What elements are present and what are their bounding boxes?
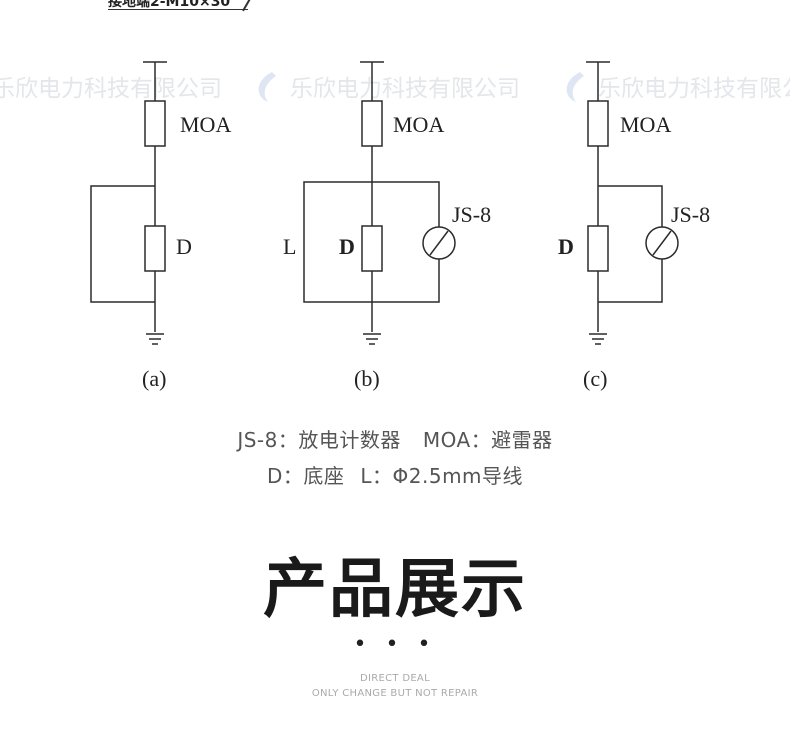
base-component (144, 225, 166, 272)
legend-line-1: JS-8：放电计数器 MOA：避雷器 (0, 424, 790, 453)
legend-wire: L：Φ2.5mm导线 (360, 464, 524, 488)
section-dots: • • • (353, 632, 437, 657)
watermark-text: 乐欣电力科技有限公司 (0, 76, 222, 102)
moa-arrester (587, 100, 609, 147)
counter-label: JS-8 (671, 202, 710, 227)
counter-icon (422, 226, 456, 260)
legend-base: D：底座 (266, 464, 345, 488)
section-subtitle-2: ONLY CHANGE BUT NOT REPAIR (311, 688, 479, 699)
legend-counter: JS-8：放电计数器 (237, 428, 401, 452)
caption-b: (b) (354, 366, 380, 391)
moa-label: MOA (180, 112, 231, 137)
moa-arrester (361, 100, 383, 147)
wire-label: L (283, 234, 296, 259)
watermark-text: 乐欣电力科技有限公司 (290, 76, 520, 102)
moa-label: MOA (393, 112, 444, 137)
base-label: D (558, 234, 574, 259)
diagram-a: MOA D (a) (90, 61, 231, 391)
ground-icon (146, 333, 164, 345)
legend-line-2: D：底座 L：Φ2.5mm导线 (0, 460, 790, 489)
moa-arrester (144, 100, 166, 147)
section-title: 产品展示 (263, 553, 527, 627)
diagram-b: MOA D L JS-8 (b) (283, 61, 491, 391)
caption-c: (c) (583, 366, 607, 391)
watermark: 乐欣电力科技有限公司 乐欣电力科技有限公司 乐欣电力科技有限公司 (0, 72, 790, 102)
wiring-diagrams: .w { stroke: #2b2b2b; stroke-width: 1.5;… (0, 61, 790, 391)
caption-a: (a) (142, 366, 166, 391)
watermark-logo-icon (566, 72, 584, 102)
counter-icon (645, 226, 679, 260)
base-label: D (339, 234, 355, 259)
watermark-logo-icon (258, 72, 276, 102)
base-component (361, 225, 383, 272)
header-underline (108, 9, 248, 10)
base-label: D (176, 234, 192, 259)
ground-icon (363, 333, 381, 345)
cropped-header-label: 接地端2-M10×30 (108, 0, 231, 10)
ground-icon (589, 333, 607, 345)
diagram-c: MOA D JS-8 (c) (558, 61, 710, 391)
legend-moa: MOA：避雷器 (422, 428, 553, 452)
section-subtitle-1: DIRECT DEAL (360, 673, 430, 684)
base-component (587, 225, 609, 272)
moa-label: MOA (620, 112, 671, 137)
watermark-text: 乐欣电力科技有限公司 (598, 76, 790, 102)
counter-label: JS-8 (452, 202, 491, 227)
